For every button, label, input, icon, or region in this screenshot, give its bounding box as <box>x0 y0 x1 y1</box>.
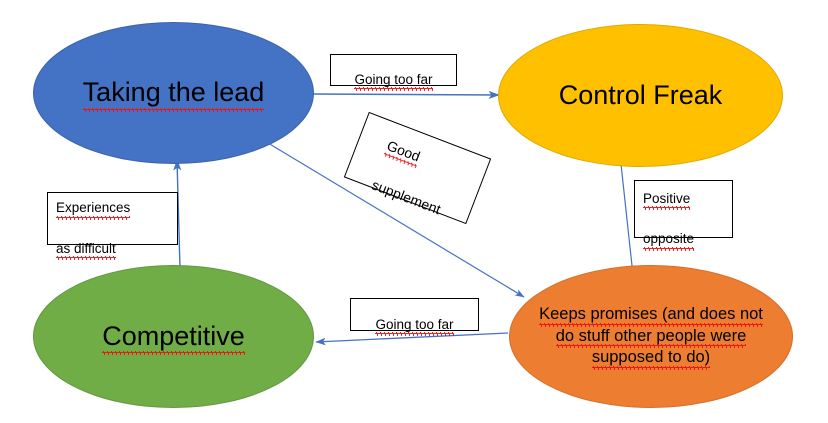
edge-label-going-too-far-top-text: Going too far <box>346 50 440 92</box>
arrow-control-freak-to-keeps-promises <box>620 163 636 276</box>
edge-label-experiences-as-difficult[interactable]: Experiences as difficult <box>47 192 178 261</box>
node-competitive[interactable]: Competitive <box>33 265 314 408</box>
edge-label-positive-opposite-text: Positive opposite <box>635 169 702 251</box>
edge-label-positive-opposite[interactable]: Positive opposite <box>634 180 733 251</box>
node-control-freak[interactable]: Control Freak <box>498 24 783 167</box>
node-taking-the-lead-label: Taking the lead <box>73 75 275 112</box>
node-taking-the-lead[interactable]: Taking the lead <box>33 22 314 164</box>
edge-label-going-too-far-bottom-text: Going too far <box>367 294 461 337</box>
arrow-taking-the-lead-to-keeps-promises <box>267 142 525 298</box>
node-keeps-promises-label: Keeps promises (and does not do stuff ot… <box>529 304 773 370</box>
arrow-taking-the-lead-to-control-freak <box>312 90 500 100</box>
arrow-keeps-promises-to-competitive <box>315 332 509 346</box>
edge-label-going-too-far-bottom[interactable]: Going too far <box>350 298 479 337</box>
node-keeps-promises[interactable]: Keeps promises (and does not do stuff ot… <box>509 265 793 408</box>
edge-label-experiences-as-difficult-text: Experiences as difficult <box>48 178 138 261</box>
node-competitive-label: Competitive <box>92 319 255 355</box>
arrow-competitive-to-taking-the-lead <box>173 159 182 269</box>
edge-label-going-too-far-top[interactable]: Going too far <box>330 54 457 92</box>
node-control-freak-label: Control Freak <box>558 79 723 110</box>
